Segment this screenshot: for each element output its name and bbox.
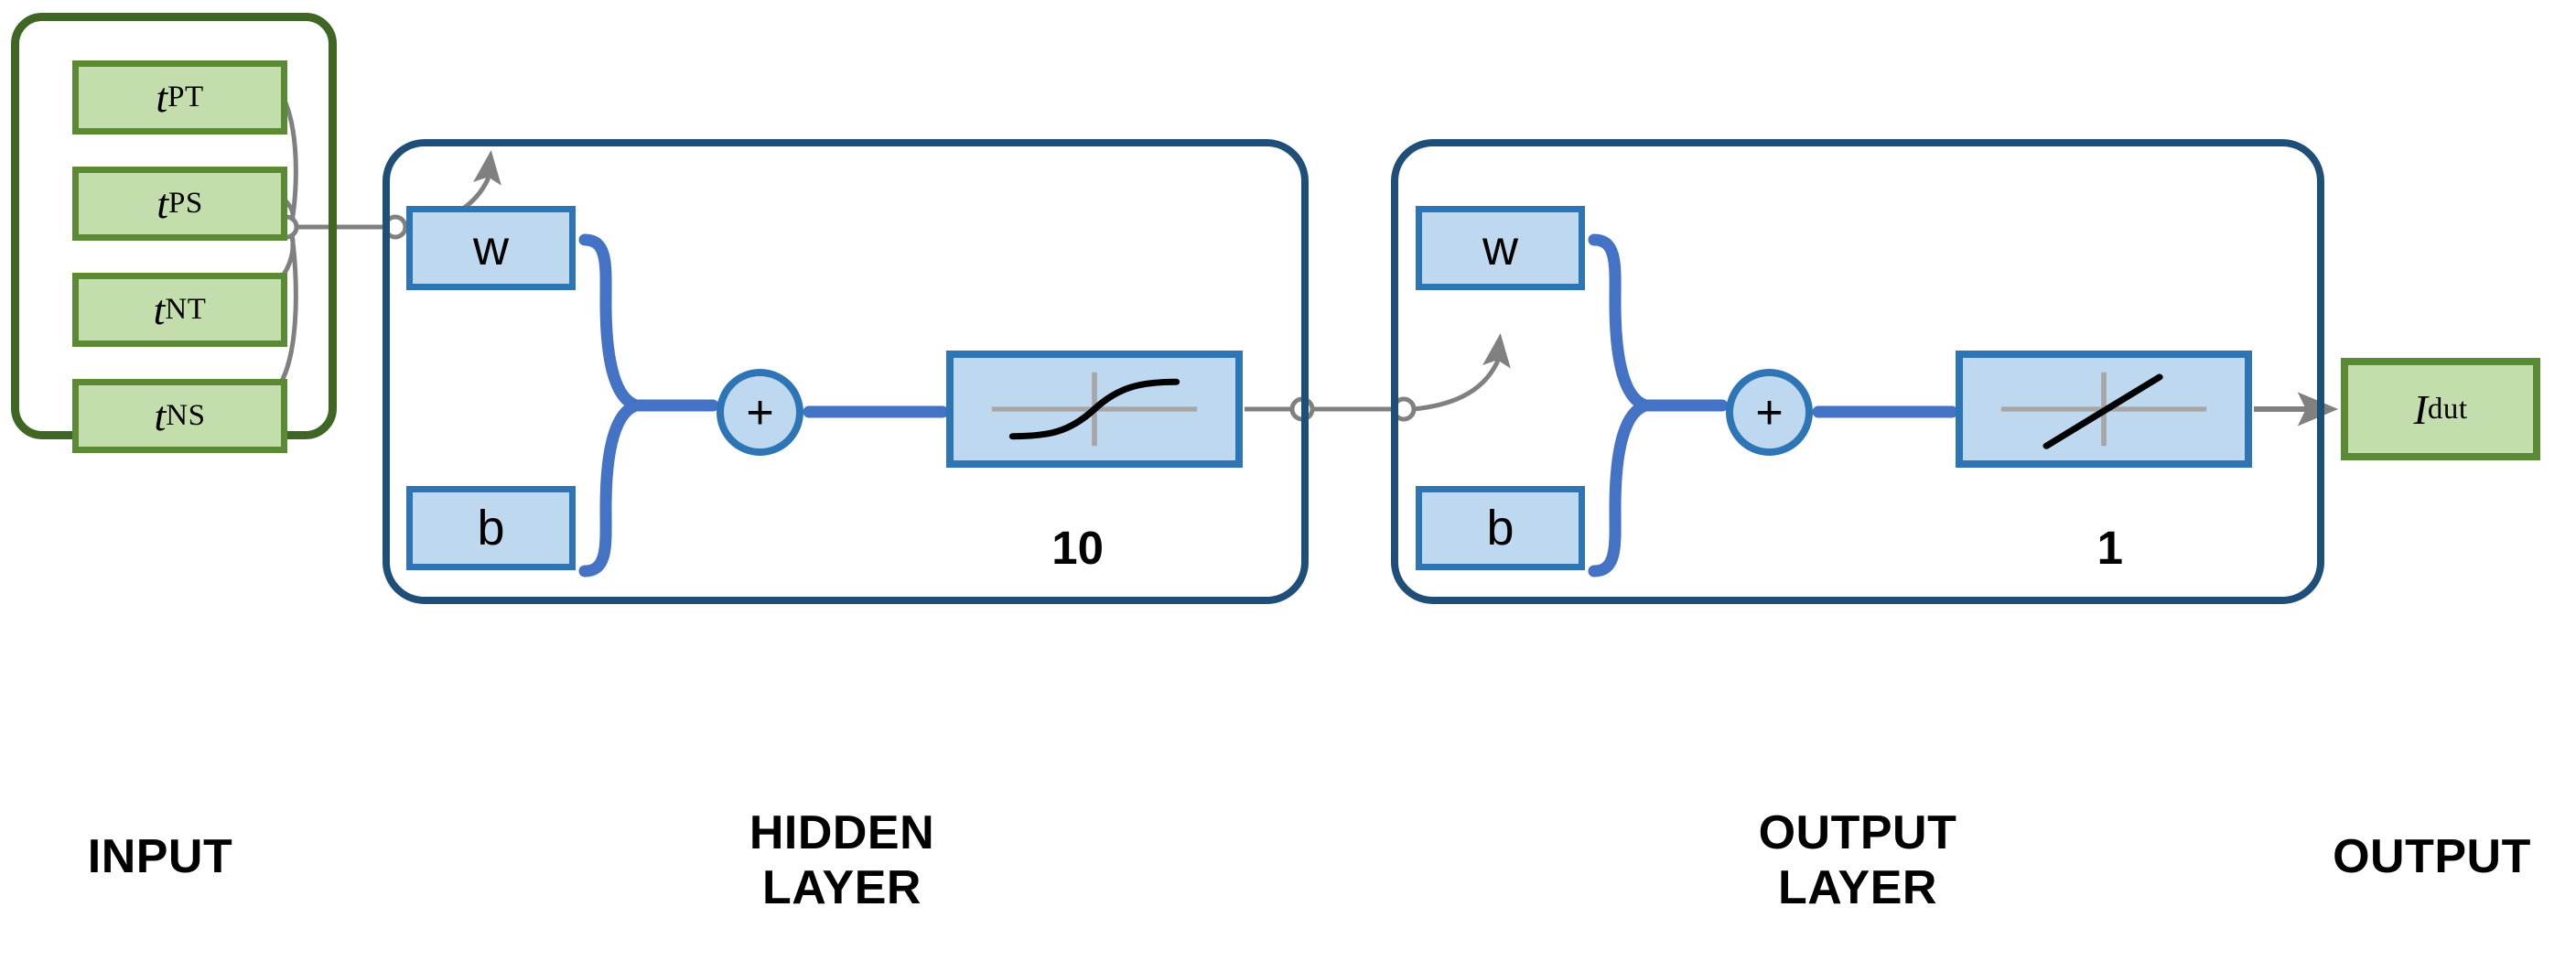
tanh-sigmoid-icon: [991, 372, 1198, 447]
output-layer-activation-box[interactable]: [1956, 351, 2252, 468]
hidden-layer-activation-box[interactable]: [946, 351, 1243, 468]
output-box-sub: dut: [2427, 392, 2468, 426]
hidden-layer-sum-node[interactable]: +: [717, 369, 803, 456]
input-box-3-sub: NS: [166, 399, 206, 432]
output-layer-sum-node[interactable]: +: [1726, 369, 1813, 456]
output-box-var: I: [2413, 385, 2428, 433]
caption-hidden-layer: HIDDEN LAYER: [567, 805, 1116, 916]
output-layer-panel: 1: [1391, 139, 2324, 604]
caption-hidden-layer-line2: LAYER: [762, 861, 922, 915]
hidden-layer-panel: 10: [383, 139, 1309, 604]
input-box-1-var: t: [156, 180, 169, 227]
hidden-layer-weight-box[interactable]: w: [406, 206, 576, 290]
output-layer-bias-box[interactable]: b: [1416, 486, 1585, 570]
caption-output: OUTPUT: [2333, 830, 2531, 883]
caption-output-layer-line1: OUTPUT: [1758, 806, 1957, 859]
input-box-0-sub: PT: [167, 81, 204, 113]
caption-output-layer-line2: LAYER: [1778, 861, 1937, 915]
input-box-2-sub: NT: [165, 293, 207, 326]
input-box-2-var: t: [153, 286, 166, 333]
output-layer-weight-box[interactable]: w: [1416, 206, 1585, 290]
hidden-layer-neuron-count: 10: [1051, 522, 1104, 574]
caption-hidden-layer-line1: HIDDEN: [749, 806, 935, 859]
caption-input: INPUT: [87, 830, 233, 883]
input-box-0-var: t: [156, 74, 168, 121]
caption-output-layer: OUTPUT LAYER: [1574, 805, 2141, 916]
hidden-layer-bias-box[interactable]: b: [406, 486, 576, 570]
linear-icon: [2000, 372, 2207, 449]
input-box-3-var: t: [154, 393, 167, 439]
output-layer-neuron-count: 1: [2096, 522, 2123, 574]
input-box-1-sub: PS: [168, 187, 203, 220]
